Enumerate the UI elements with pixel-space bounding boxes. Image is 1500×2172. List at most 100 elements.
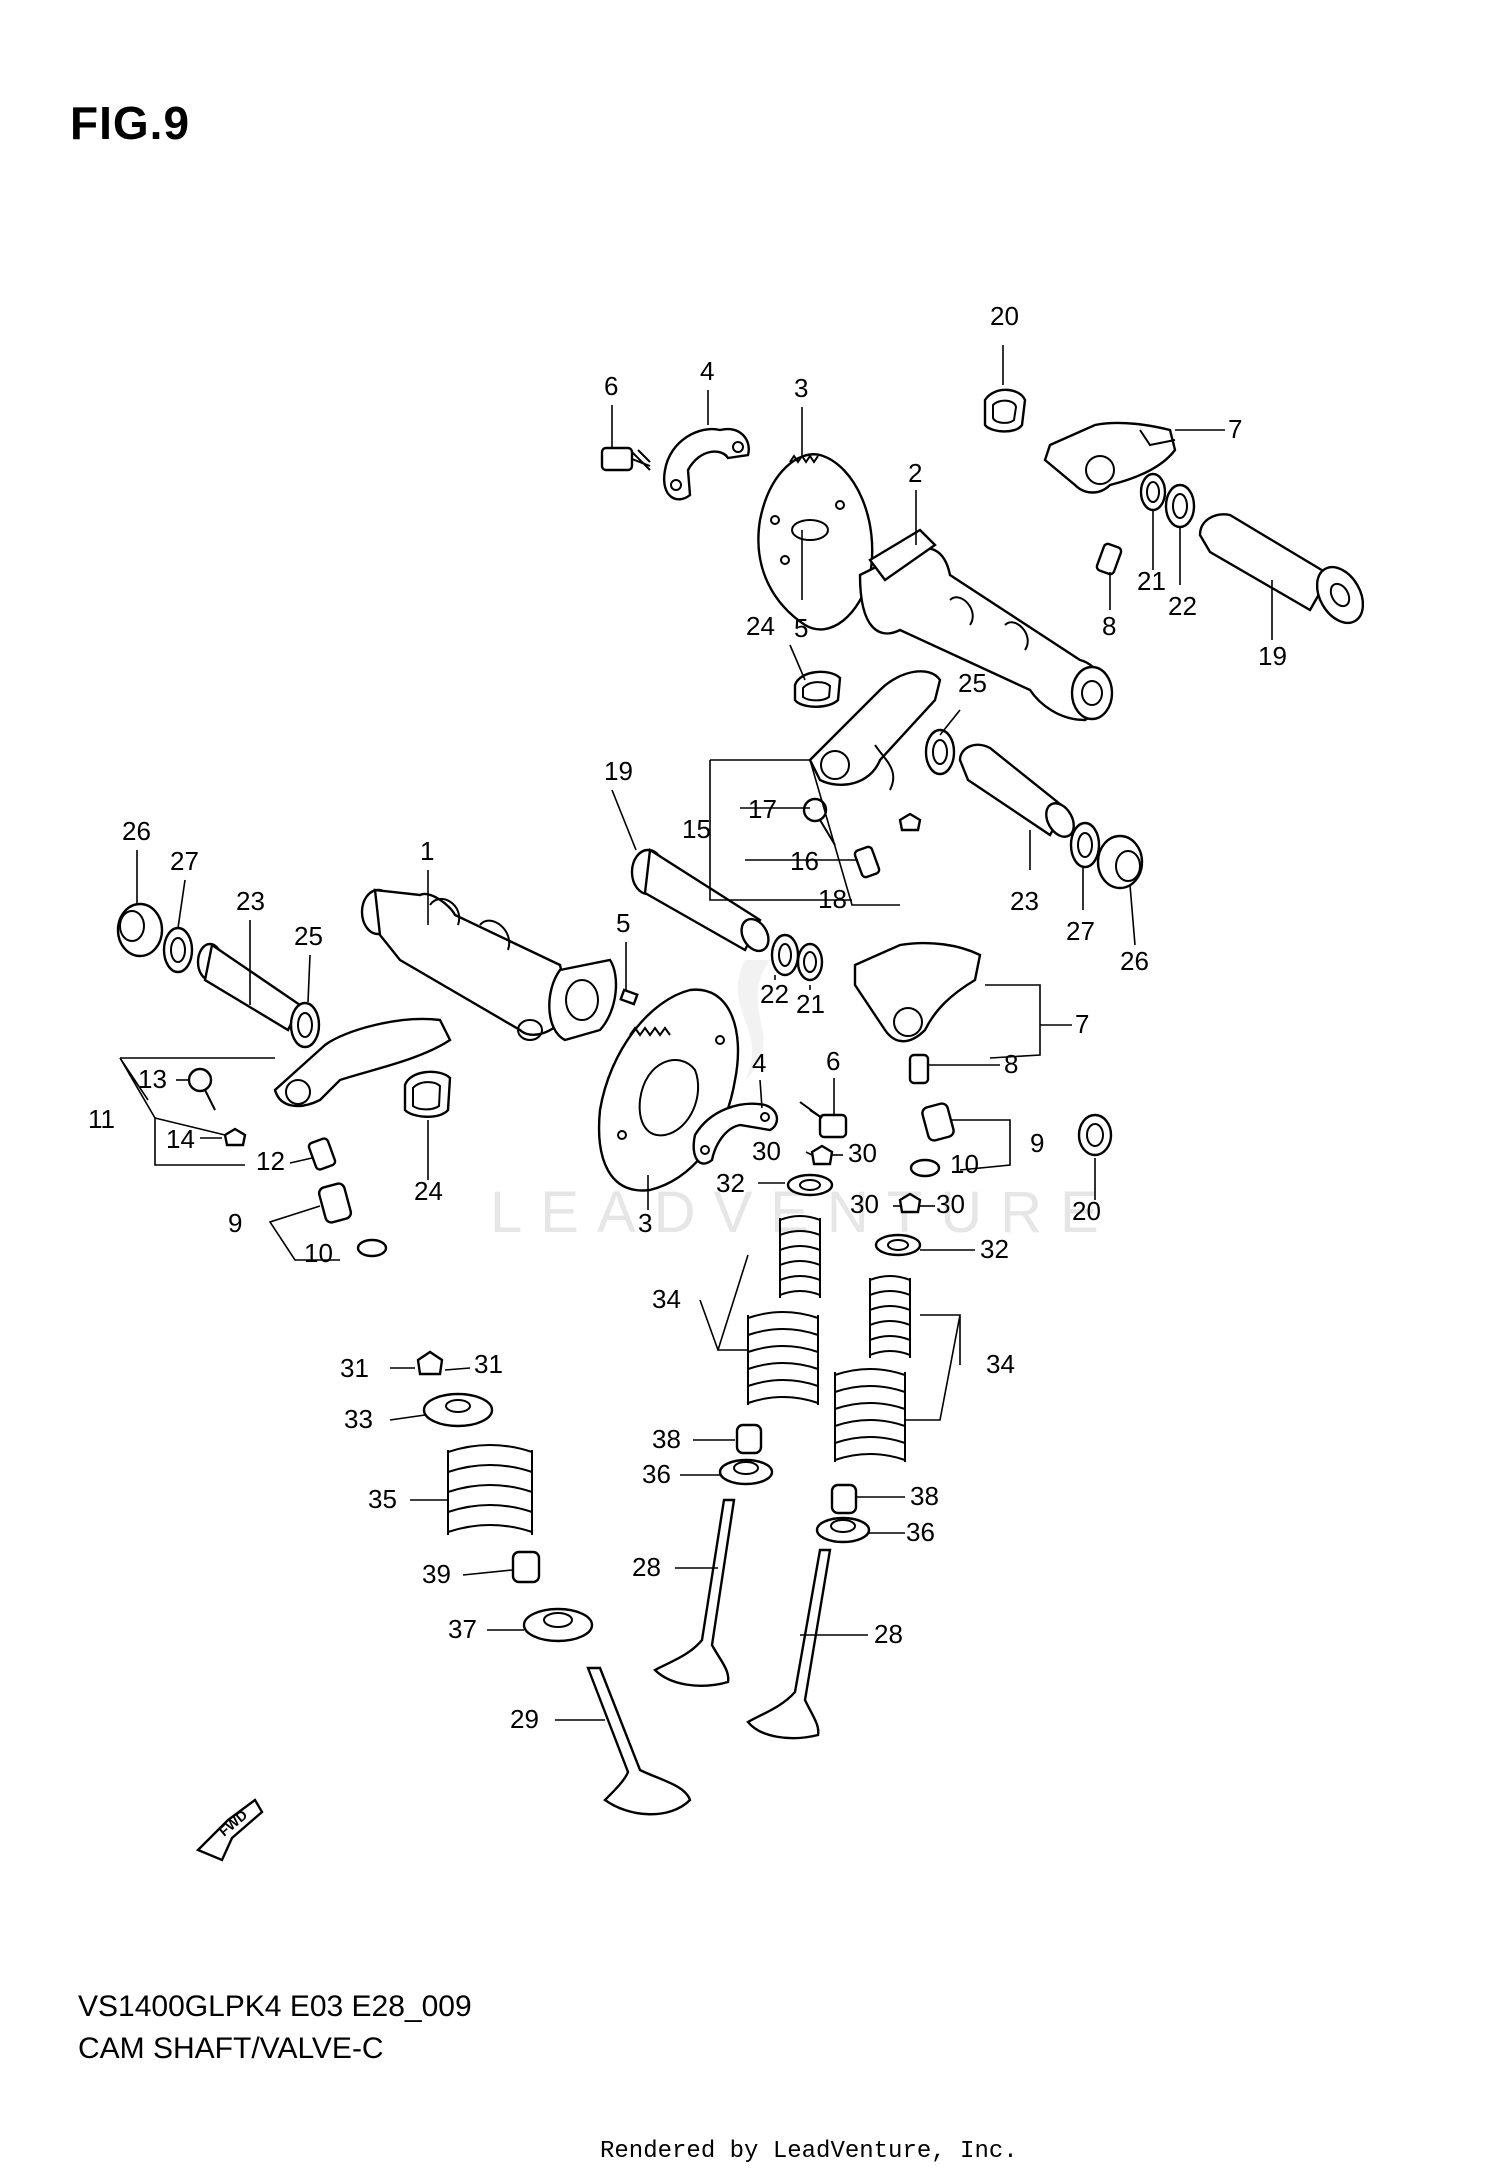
callout-26-left: 26 [122, 816, 151, 846]
callout-8-middle: 8 [1004, 1049, 1018, 1079]
callout-7: 7 [1228, 414, 1242, 444]
spring-seat-36-a [718, 1458, 774, 1486]
diagram-caption: CAM SHAFT/VALVE-C [78, 2032, 384, 2065]
stem-seal-38-a [735, 1423, 763, 1455]
callout-22: 22 [1168, 591, 1197, 621]
callout-29: 29 [510, 1704, 539, 1734]
stem-seal-39 [511, 1550, 541, 1584]
washer-22-upper [1164, 483, 1196, 529]
adjuster-8-upper [1095, 542, 1123, 576]
bolt-6-middle [799, 1101, 848, 1139]
callout-32-a: 32 [716, 1168, 745, 1198]
callout-5-middle: 5 [616, 908, 630, 938]
callout-26-right: 26 [1120, 946, 1149, 976]
callout-6-middle: 6 [826, 1046, 840, 1076]
seal-24-lower [403, 1070, 452, 1118]
valve-28-b [746, 1548, 832, 1740]
spring-35 [447, 1444, 533, 1535]
callout-9-left: 9 [228, 1208, 242, 1238]
callout-16: 16 [790, 846, 819, 876]
callout-19: 19 [1258, 641, 1287, 671]
bracket-4-middle [692, 1102, 779, 1165]
callout-15: 15 [682, 814, 711, 844]
rendered-by-credit: Rendered by LeadVenture, Inc. [600, 2138, 1018, 2165]
callout-9-middle: 9 [1030, 1128, 1044, 1158]
sprocket-3-middle [597, 988, 740, 1192]
callout-30-a: 30 [752, 1136, 781, 1166]
callout-4: 4 [700, 356, 714, 386]
callout-22-middle: 22 [760, 979, 789, 1009]
callout-30-b: 30 [848, 1138, 877, 1168]
plug-26-upper [1096, 834, 1144, 890]
callout-25: 25 [958, 668, 987, 698]
washer-10-middle [909, 1158, 941, 1178]
callout-12: 12 [256, 1146, 285, 1176]
rocker-shaft-19-middle [630, 847, 770, 953]
camshaft-2 [858, 528, 1114, 722]
callout-5: 5 [794, 613, 808, 643]
seal-20-upper [983, 388, 1027, 433]
callout-11: 11 [88, 1104, 115, 1134]
callout-33: 33 [344, 1404, 373, 1434]
adjuster-13 [187, 1067, 216, 1111]
washer-27-left [162, 926, 194, 974]
rocker-shaft-23-upper [958, 743, 1075, 838]
callout-18: 18 [818, 884, 847, 914]
callout-4-middle: 4 [752, 1048, 766, 1078]
callout-25-left: 25 [294, 921, 323, 951]
callout-21-middle: 21 [796, 989, 825, 1019]
callout-32-b: 32 [980, 1234, 1009, 1264]
callout-6: 6 [604, 371, 618, 401]
callout-37: 37 [448, 1614, 477, 1644]
watermark-logo [737, 960, 770, 1080]
callout-30-c: 30 [850, 1189, 879, 1219]
callout-1: 1 [420, 836, 434, 866]
callout-3-middle: 3 [638, 1208, 652, 1238]
callout-labels: 20 6 4 3 7 2 21 22 8 19 24 5 25 19 17 15… [88, 301, 1287, 1734]
cotter-31 [416, 1350, 444, 1376]
callout-14: 14 [166, 1124, 195, 1154]
rocker-arm-15-assembly [808, 670, 942, 791]
cotter-30-a [810, 1144, 834, 1166]
fwd-arrow-icon: FWD [195, 1798, 264, 1862]
rocker-shaft-19-upper [1198, 513, 1365, 625]
callout-38-a: 38 [652, 1424, 681, 1454]
callout-30-d: 30 [936, 1189, 965, 1219]
callout-27-left: 27 [170, 846, 199, 876]
spring-seat-37 [522, 1607, 594, 1643]
callout-7-middle: 7 [1075, 1009, 1089, 1039]
screw-12 [307, 1137, 337, 1171]
callout-28-b: 28 [874, 1619, 903, 1649]
rocker-arm-7-upper [1043, 421, 1177, 494]
washer-10-left [356, 1238, 388, 1258]
callout-27-upper: 27 [1066, 916, 1095, 946]
callout-31-a: 31 [340, 1353, 369, 1383]
adjuster-9-middle [921, 1102, 955, 1142]
valve-28-a [653, 1498, 736, 1687]
spring-34-inner-a [779, 1215, 821, 1298]
retainer-32-a [786, 1173, 834, 1197]
seal-24-upper [793, 670, 842, 708]
figure-title: FIG.9 [70, 97, 191, 149]
stem-seal-38-b [830, 1483, 858, 1515]
screw-16 [853, 845, 881, 879]
rocker-shaft-23-left [196, 942, 302, 1032]
valve-29 [586, 1666, 692, 1816]
callout-24: 24 [746, 611, 775, 641]
callout-24-lower: 24 [414, 1176, 443, 1206]
diagram-code: VS1400GLPK4 E03 E28_009 [78, 1990, 472, 2023]
callout-34-a: 34 [652, 1284, 681, 1314]
plug-26-left [116, 902, 164, 958]
callout-10-left: 10 [304, 1238, 333, 1268]
callout-34-b: 34 [986, 1349, 1015, 1379]
adjuster-17 [802, 797, 836, 846]
retainer-33 [422, 1392, 494, 1428]
cotter-30-b [898, 1192, 922, 1214]
pin-5-middle [619, 988, 639, 1006]
rocker-arm-11-assembly [273, 1017, 452, 1108]
spring-34-inner-b [869, 1275, 911, 1358]
callout-20: 20 [990, 301, 1019, 331]
callout-20-middle: 20 [1072, 1196, 1101, 1226]
spring-34-outer-a [747, 1311, 819, 1405]
